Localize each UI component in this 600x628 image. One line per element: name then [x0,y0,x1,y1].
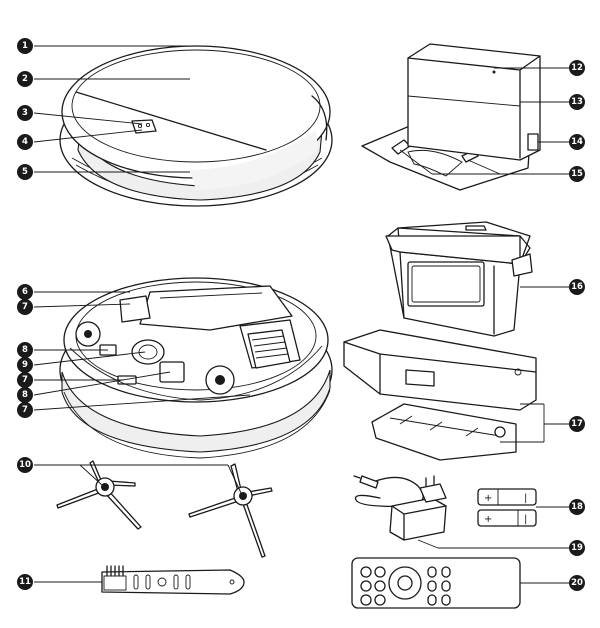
callout-badge: 3 [17,105,33,121]
callout-badge: 4 [17,134,33,150]
callout-badge: 17 [569,416,585,432]
svg-text:4: 4 [22,137,28,147]
callout-badge: 1 [17,38,33,54]
callout-badge: 8 [17,387,33,403]
svg-text:3: 3 [22,108,28,118]
svg-text:14: 14 [571,137,583,147]
callout-badge: 16 [569,279,585,295]
svg-text:12: 12 [571,63,583,73]
svg-text:11: 11 [19,577,31,587]
power-adapter-icon [353,475,447,541]
aaa-battery-icon: + | + | [477,488,537,527]
svg-text:16: 16 [571,282,583,292]
callout-badge: 6 [17,284,33,300]
water-tank-icon [343,329,537,461]
svg-text:7: 7 [22,302,28,312]
callout-badge: 11 [17,574,33,590]
svg-text:6: 6 [22,287,28,297]
svg-text:2: 2 [22,74,28,84]
battery-plus-label: + [484,493,492,504]
svg-text:15: 15 [571,169,583,179]
callout-badge: 18 [569,499,585,515]
svg-text:8: 8 [22,345,28,355]
callout-badge: 15 [569,166,585,182]
robot-vacuum-bottom-icon [59,277,333,459]
svg-text:18: 18 [571,502,583,512]
svg-text:20: 20 [571,578,583,588]
battery-plus-label: + [484,514,492,525]
remote-control-icon [351,557,521,609]
callout-badge: 13 [569,94,585,110]
svg-text:9: 9 [22,360,28,370]
callout-badge: 7 [17,372,33,388]
svg-text:19: 19 [571,543,583,553]
callout-badge: 10 [17,457,33,473]
svg-text:5: 5 [22,167,28,177]
callout-badge: 12 [569,60,585,76]
svg-text:10: 10 [19,460,31,470]
svg-text:1: 1 [22,41,28,51]
cleaning-tool-icon [101,565,245,595]
callout-badge: 20 [569,575,585,591]
battery-minus-label: | [524,514,527,525]
svg-text:17: 17 [571,419,583,429]
callout-badges: 1 2 3 4 5 6 7 8 9 7 8 7 10 11 12 13 14 1… [17,38,585,591]
callout-badge: 5 [17,164,33,180]
callout-badge: 2 [17,71,33,87]
callout-badge: 8 [17,342,33,358]
callout-badge: 9 [17,357,33,373]
dust-box-icon [385,221,533,337]
callout-badge: 14 [569,134,585,150]
svg-text:7: 7 [22,375,28,385]
battery-minus-label: | [524,493,527,504]
robot-vacuum-top-icon [59,45,333,207]
side-brush-icon [56,460,273,558]
callout-badge: 19 [569,540,585,556]
callout-badge: 7 [17,299,33,315]
callout-badge: 7 [17,402,33,418]
leader-lines [33,45,574,584]
charging-dock-icon [361,43,541,191]
svg-text:7: 7 [22,405,28,415]
svg-text:8: 8 [22,390,28,400]
svg-text:13: 13 [571,97,583,107]
